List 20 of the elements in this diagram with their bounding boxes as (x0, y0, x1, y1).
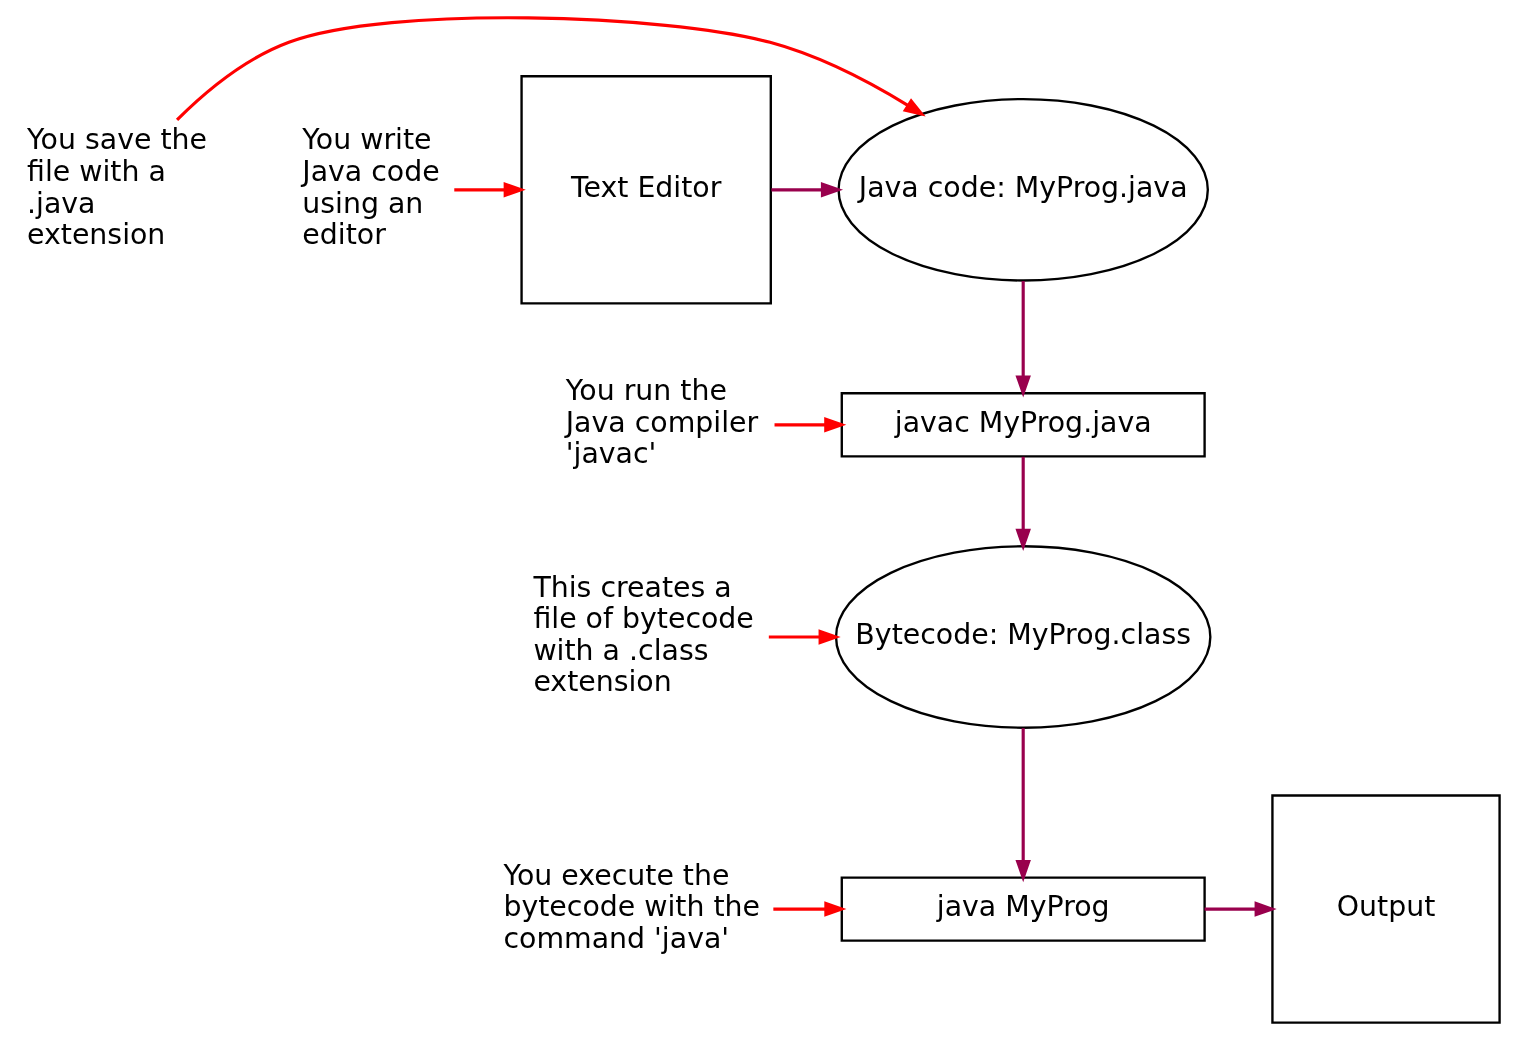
arrow (1204, 900, 1277, 917)
arrow (773, 900, 847, 917)
arrow (1015, 727, 1031, 882)
node-text: You save the file with a .java extension (27, 122, 207, 251)
node-text: You run the Java compiler 'javac' (565, 373, 759, 470)
node-box: Output (1271, 793, 1501, 1024)
arrow (175, 15, 926, 121)
node-ellipse: Bytecode: MyProg.class (834, 544, 1212, 729)
arrow (1015, 280, 1031, 398)
node-box: javac MyProg.java (840, 391, 1206, 458)
arrow (771, 181, 843, 198)
arrow (768, 628, 841, 645)
arrow (1015, 456, 1031, 551)
node-text: You execute the bytecode with the command 'java' (503, 858, 761, 955)
node-box: java MyProg (840, 875, 1206, 942)
arrow (454, 181, 526, 198)
node-text: You write Java code using an editor (302, 122, 440, 251)
node-text: This creates a file of bytecode with a .class extension (533, 570, 754, 698)
node-box: Text Editor (520, 74, 772, 305)
arrow (774, 416, 847, 433)
